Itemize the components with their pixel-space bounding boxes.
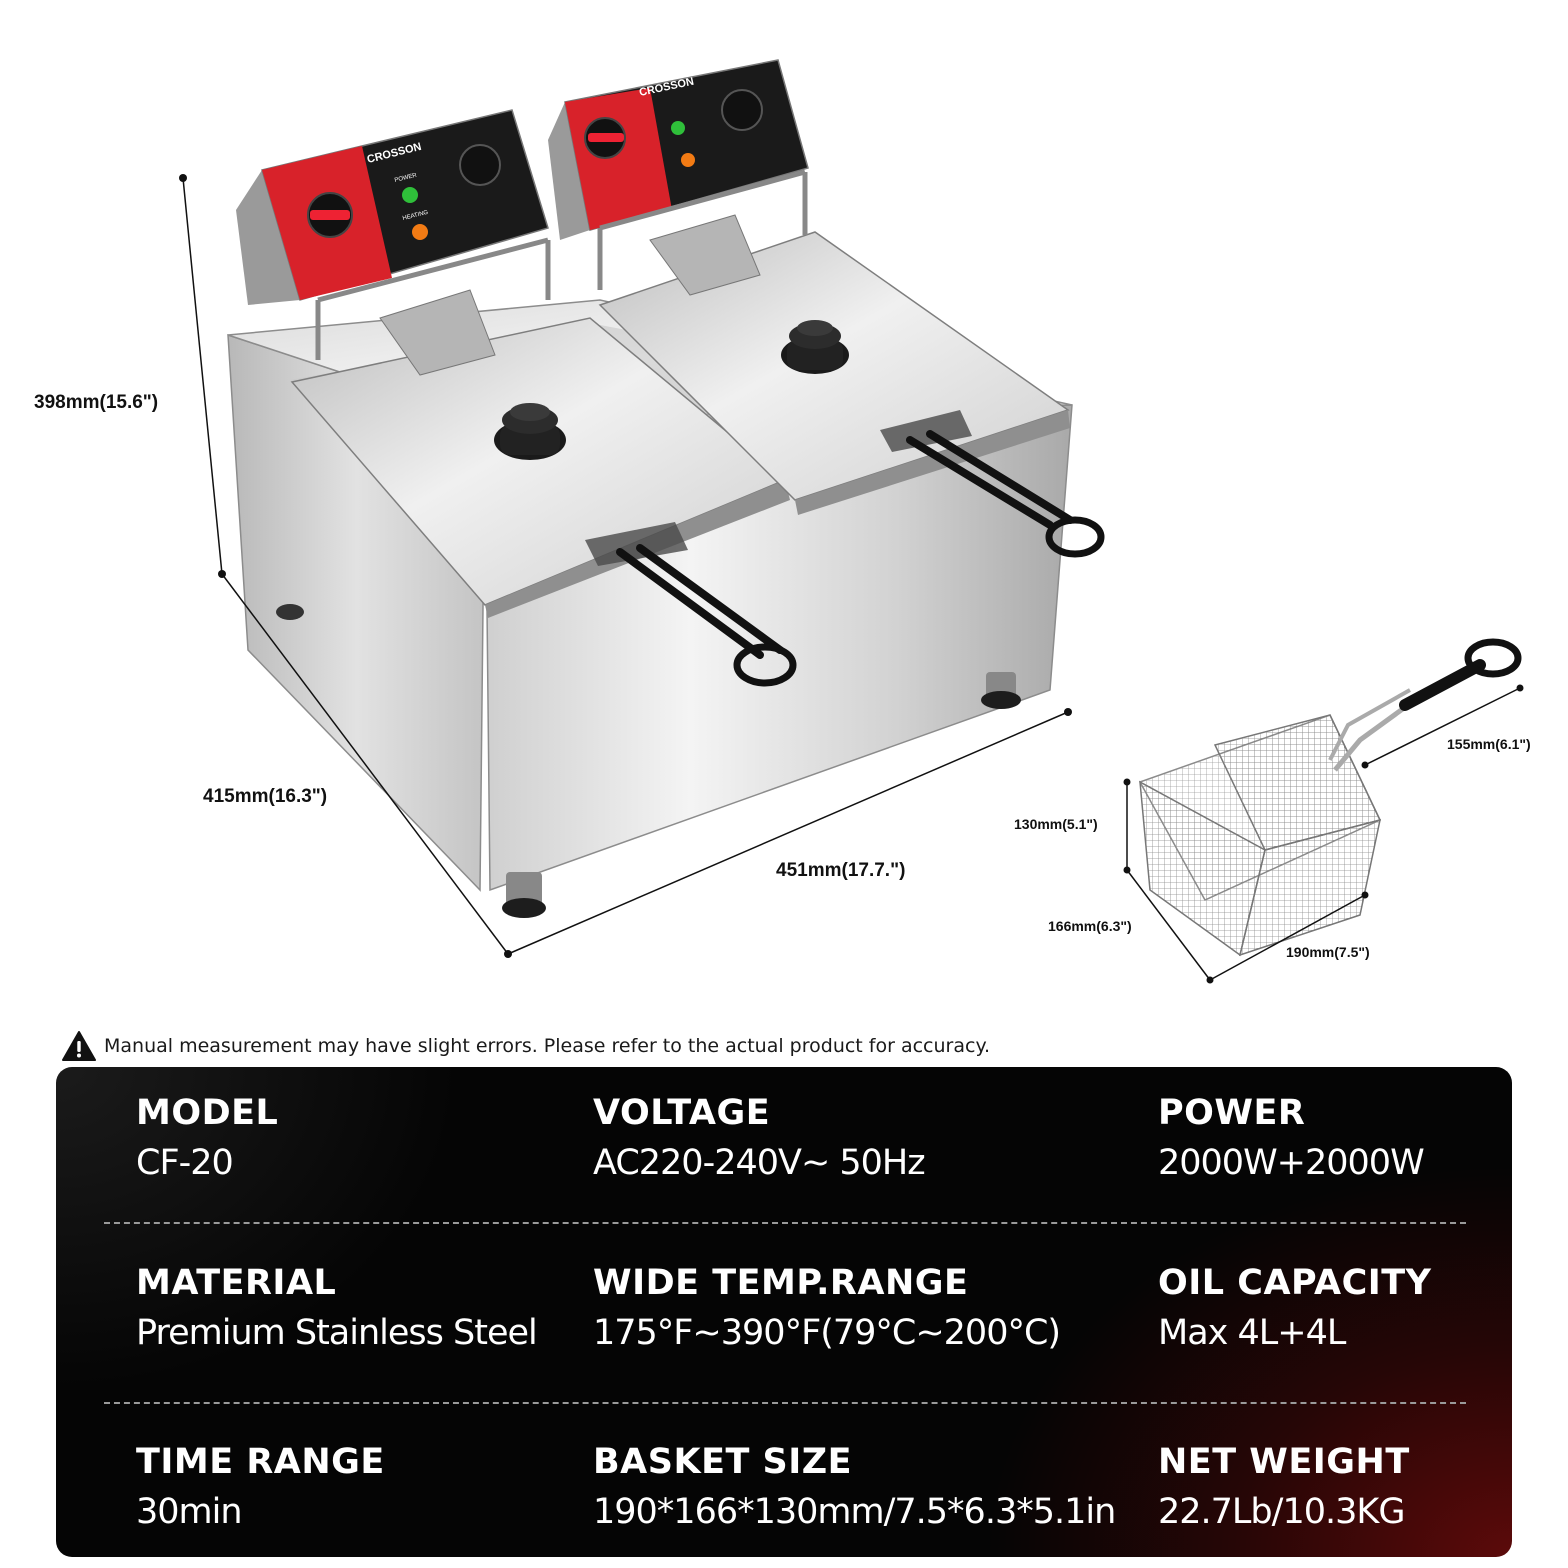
left-control-head: CROSSON POWER HEATING [236,109,551,376]
spec-time-range: TIME RANGE 30min [136,1442,385,1532]
spec-value: AC220-240V~ 50Hz [593,1143,926,1183]
spec-value: 30min [136,1492,243,1532]
spec-voltage: VOLTAGE AC220-240V~ 50Hz [593,1093,926,1183]
spec-label: BASKET SIZE [593,1442,853,1482]
dimension-lines [179,174,1072,958]
spec-net-weight: NET WEIGHT 22.7Lb/10.3KG [1158,1442,1410,1532]
spec-row-1: MODEL CF-20 VOLTAGE AC220-240V~ 50Hz POW… [56,1093,1512,1213]
spec-value: 2000W+2000W [1158,1143,1425,1183]
depth-dimension-label: 415mm(16.3") [203,786,328,807]
basket-depth-dimension-label: 166mm(6.3") [1048,918,1132,934]
svg-text:POWER: POWER [394,172,418,183]
right-control-head: CROSSON [548,59,809,296]
spec-label: VOLTAGE [593,1093,771,1133]
spec-value: Max 4L+4L [1158,1313,1346,1353]
spec-label: OIL CAPACITY [1158,1263,1432,1303]
basket-handle-dimension-label: 155mm(6.1") [1447,736,1531,752]
spec-temp-range: WIDE TEMP.RANGE 175°F~390°F(79°C~200°C) [593,1263,1061,1353]
spec-panel: MODEL CF-20 VOLTAGE AC220-240V~ 50Hz POW… [56,1067,1512,1557]
spec-label: NET WEIGHT [1158,1442,1410,1482]
spec-basket-size: BASKET SIZE 190*166*130mm/7.5*6.3*5.1in [593,1442,1116,1532]
spec-value: 190*166*130mm/7.5*6.3*5.1in [593,1492,1116,1532]
spec-label: MATERIAL [136,1263,337,1303]
spec-material: MATERIAL Premium Stainless Steel [136,1263,538,1353]
spec-value: CF-20 [136,1143,234,1183]
width-dimension-label: 451mm(17.7.") [776,860,906,881]
spec-label: TIME RANGE [136,1442,385,1482]
spec-power: POWER 2000W+2000W [1158,1093,1425,1183]
product-illustration: CROSSON POWER HEATING CROSSON [34,59,1531,984]
disclaimer-text: Manual measurement may have slight error… [104,1035,991,1057]
measurement-disclaimer: Manual measurement may have slight error… [62,1030,990,1062]
row-divider [104,1402,1466,1404]
basket-height-dimension-label: 130mm(5.1") [1014,816,1098,832]
fryer-basket-handles [585,410,1105,687]
height-dimension-label: 398mm(15.6") [34,392,159,413]
spec-model: MODEL CF-20 [136,1093,278,1183]
spec-label: WIDE TEMP.RANGE [593,1263,969,1303]
spec-row-3: TIME RANGE 30min BASKET SIZE 190*166*130… [56,1442,1512,1557]
row-divider [104,1222,1466,1224]
spec-value: 175°F~390°F(79°C~200°C) [593,1313,1061,1353]
warning-icon [62,1031,96,1061]
fryer-drawing: CROSSON POWER HEATING CROSSON [179,59,1524,984]
spec-row-2: MATERIAL Premium Stainless Steel WIDE TE… [56,1263,1512,1383]
spec-value: Premium Stainless Steel [136,1313,538,1353]
basket-width-dimension-label: 190mm(7.5") [1286,944,1370,960]
spec-label: MODEL [136,1093,279,1133]
fry-basket [1138,638,1522,957]
spec-label: POWER [1158,1093,1306,1133]
basket-dimension-lines [1123,684,1524,984]
spec-oil-capacity: OIL CAPACITY Max 4L+4L [1158,1263,1432,1353]
spec-value: 22.7Lb/10.3KG [1158,1492,1405,1532]
